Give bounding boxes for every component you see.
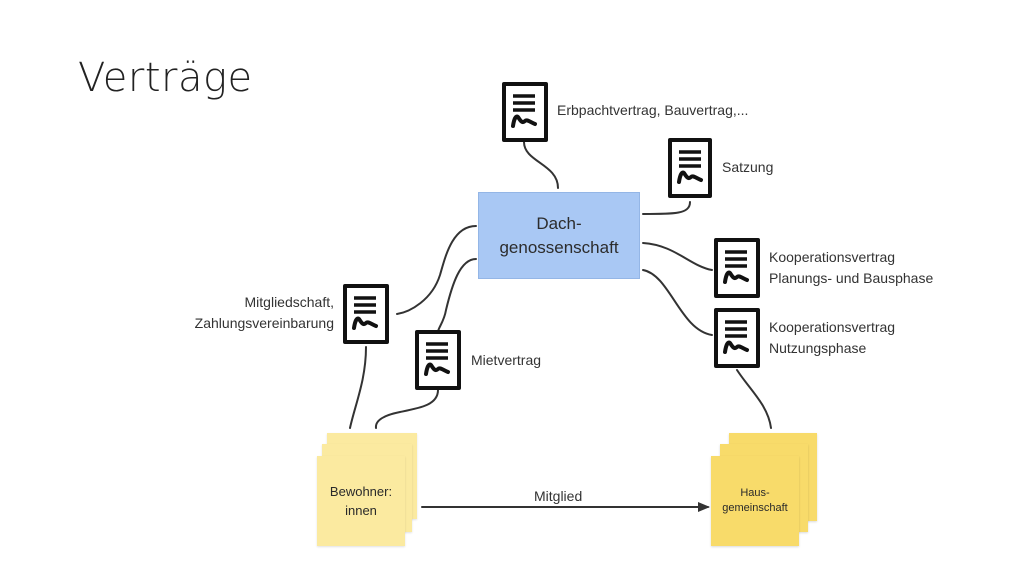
connector-mietvertrag-bewohner — [374, 389, 439, 429]
connector-satzung — [642, 201, 691, 215]
connector-kooperation-nutzung — [642, 269, 713, 336]
document-contract-icon-glyph — [723, 320, 749, 354]
dachgenossenschaft-node: Dach- genossenschaft — [478, 192, 640, 279]
bewohner-label: Bewohner: innen — [329, 484, 393, 518]
connector-mietvertrag — [437, 258, 477, 333]
connector-erbpacht — [523, 141, 559, 189]
connector-kooperation-planung — [642, 242, 713, 271]
document-contract-icon-glyph — [677, 150, 703, 184]
bewohner-sticky-note — [317, 456, 405, 546]
connector-nutzung-hausgemeinschaft — [736, 369, 772, 429]
label-mietvertrag: Mietvertrag — [471, 352, 542, 368]
dachgenossenschaft-label: Dach- genossenschaft — [499, 213, 619, 257]
connector-mitgliedschaft — [396, 225, 477, 315]
label-satzung: Satzung — [722, 159, 774, 175]
label-mitgliedschaft: Mitgliedschaft, Zahlungsvereinbarung — [194, 294, 334, 331]
document-contract-icon — [502, 82, 548, 142]
connector-mitgliedschaft-bewohner — [349, 346, 367, 429]
hausgemeinschaft-sticky-note — [711, 456, 799, 546]
hausgemeinschaft-label: Haus- gemeinschaft — [722, 487, 788, 514]
label-kooperationsvertrag-nutzung: Kooperationsvertrag Nutzungsphase — [769, 319, 896, 356]
document-contract-icon-glyph — [352, 296, 378, 330]
page-title: Verträge — [78, 55, 253, 101]
document-contract-icon-glyph — [511, 94, 537, 128]
document-contract-icon — [714, 308, 760, 368]
document-contract-icon-glyph — [424, 342, 450, 376]
mitglied-edge-label: Mitglied — [528, 486, 589, 506]
document-contract-icon — [668, 138, 712, 198]
document-contract-icon — [343, 284, 389, 344]
document-contract-icon-glyph — [723, 250, 749, 284]
document-contract-icon — [415, 330, 461, 390]
label-erbpachtvertrag: Erbpachtvertrag, Bauvertrag,... — [557, 102, 749, 118]
document-contract-icon — [714, 238, 760, 298]
label-kooperationsvertrag-planung: Kooperationsvertrag Planungs- und Bausph… — [769, 249, 934, 286]
